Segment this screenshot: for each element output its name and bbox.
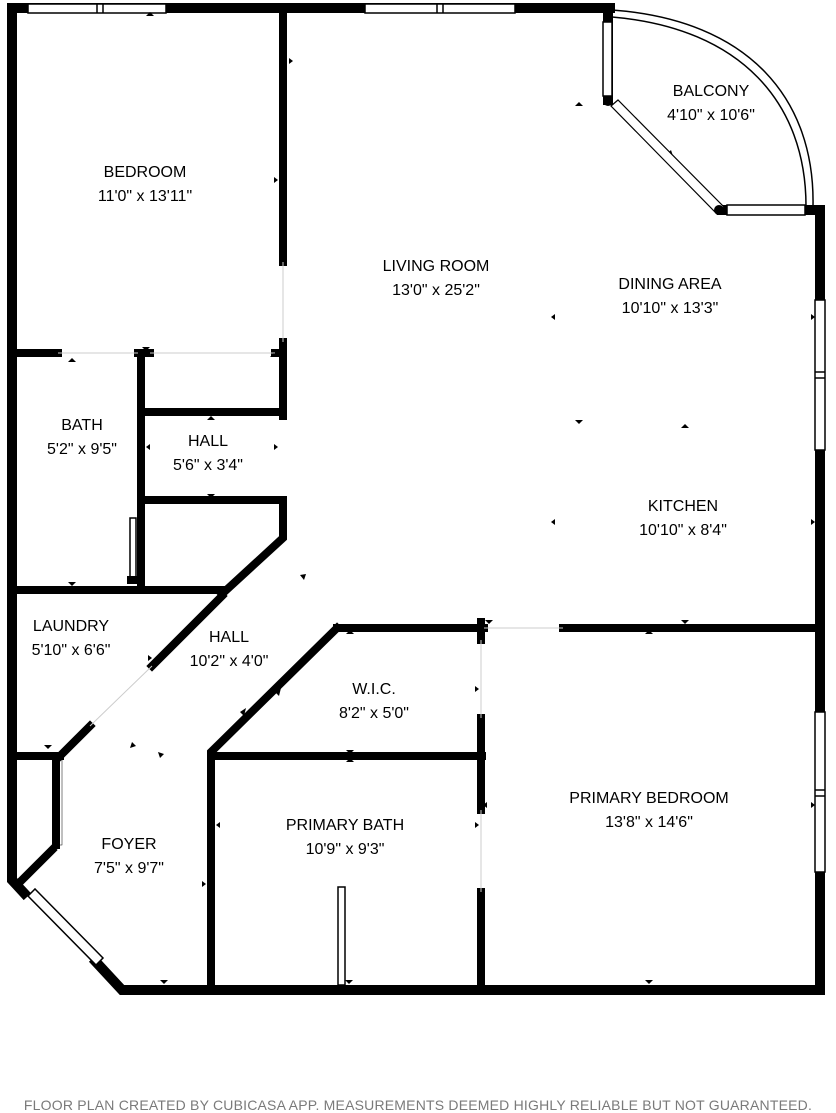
window-balcony-south bbox=[726, 204, 806, 216]
exterior-wall-east bbox=[717, 205, 825, 995]
wall-foyer-closet bbox=[14, 844, 58, 888]
window-primary-bedroom bbox=[814, 711, 826, 873]
room-dims: 11'0" x 13'11" bbox=[97, 188, 193, 205]
room-name: PRIMARY BATH bbox=[285, 817, 405, 834]
room-label-primary-bath: PRIMARY BATH 10'9" x 9'3" bbox=[286, 814, 404, 862]
exterior-wall-west bbox=[6, 3, 32, 901]
room-name: W.I.C. bbox=[352, 681, 396, 698]
exterior-wall-south bbox=[88, 954, 825, 995]
room-label-wic: W.I.C. 8'2" x 5'0" bbox=[339, 678, 409, 726]
room-dims: 8'2" x 5'0" bbox=[339, 705, 409, 722]
room-label-kitchen: KITCHEN 10'10" x 8'4" bbox=[639, 495, 727, 543]
room-name: BATH bbox=[61, 417, 103, 434]
room-label-bath: BATH 5'2" x 9'5" bbox=[47, 414, 117, 462]
room-name: LIVING ROOM bbox=[382, 258, 490, 275]
room-dims: 13'0" x 25'2" bbox=[392, 282, 480, 299]
wall-wic-diagonal bbox=[207, 622, 343, 994]
room-name: BEDROOM bbox=[103, 164, 187, 181]
room-name: PRIMARY BEDROOM bbox=[569, 790, 729, 807]
wall-hall-diagonal bbox=[216, 496, 287, 600]
room-name: FOYER bbox=[101, 836, 157, 853]
room-label-hall-lower: HALL 10'2" x 4'0" bbox=[190, 626, 269, 674]
room-dims: 10'10" x 13'3" bbox=[621, 300, 719, 317]
openings bbox=[58, 262, 563, 892]
room-label-balcony: BALCONY 4'10" x 10'6" bbox=[667, 80, 755, 128]
room-name: HALL bbox=[187, 433, 229, 450]
room-dims: 5'2" x 9'5" bbox=[47, 441, 117, 458]
window-living bbox=[364, 3, 516, 14]
wall-laundry-diag-upper bbox=[146, 590, 228, 672]
room-dims: 10'10" x 8'4" bbox=[639, 522, 727, 539]
room-dims: 13'8" x 14'6" bbox=[605, 814, 693, 831]
window-balcony-west bbox=[602, 21, 613, 97]
window-closet bbox=[53, 759, 63, 846]
room-label-laundry: LAUNDRY 5'10" x 6'6" bbox=[32, 615, 111, 663]
room-dims: 10'2" x 4'0" bbox=[189, 653, 269, 670]
bath-closet-partition bbox=[129, 517, 137, 583]
room-label-hall-upper: HALL 5'6" x 3'4" bbox=[173, 430, 243, 478]
room-name: HALL bbox=[208, 629, 250, 646]
window-foyer bbox=[26, 887, 105, 967]
windows bbox=[26, 3, 826, 967]
room-label-living-room: LIVING ROOM 13'0" x 25'2" bbox=[383, 255, 490, 303]
room-dims: 10'9" x 9'3" bbox=[305, 841, 385, 858]
room-name: KITCHEN bbox=[647, 498, 719, 515]
balcony-door bbox=[603, 96, 725, 215]
room-label-primary-bedroom: PRIMARY BEDROOM 13'8" x 14'6" bbox=[569, 787, 728, 835]
room-dims: 4'10" x 10'6" bbox=[667, 107, 755, 124]
room-name: LAUNDRY bbox=[32, 618, 110, 635]
disclaimer-footer: FLOOR PLAN CREATED BY CUBICASA APP. MEAS… bbox=[23, 1097, 813, 1113]
room-label-bedroom: BEDROOM 11'0" x 13'11" bbox=[98, 161, 192, 209]
thin-partitions bbox=[129, 517, 346, 986]
wall-laundry-diag-lower bbox=[54, 720, 96, 762]
room-label-foyer: FOYER 7'5" x 9'7" bbox=[94, 833, 164, 881]
room-name: DINING AREA bbox=[618, 276, 722, 293]
dimension-markers bbox=[13, 12, 815, 984]
room-dims: 5'6" x 3'4" bbox=[173, 457, 243, 474]
interior-walls bbox=[8, 8, 824, 994]
window-dining bbox=[814, 299, 826, 451]
room-label-dining-area: DINING AREA 10'10" x 13'3" bbox=[618, 273, 721, 321]
room-dims: 5'10" x 6'6" bbox=[31, 642, 111, 659]
balcony-railing bbox=[611, 9, 814, 207]
room-name: BALCONY bbox=[672, 83, 750, 100]
room-dims: 7'5" x 9'7" bbox=[94, 860, 164, 877]
shower-partition bbox=[337, 886, 346, 986]
